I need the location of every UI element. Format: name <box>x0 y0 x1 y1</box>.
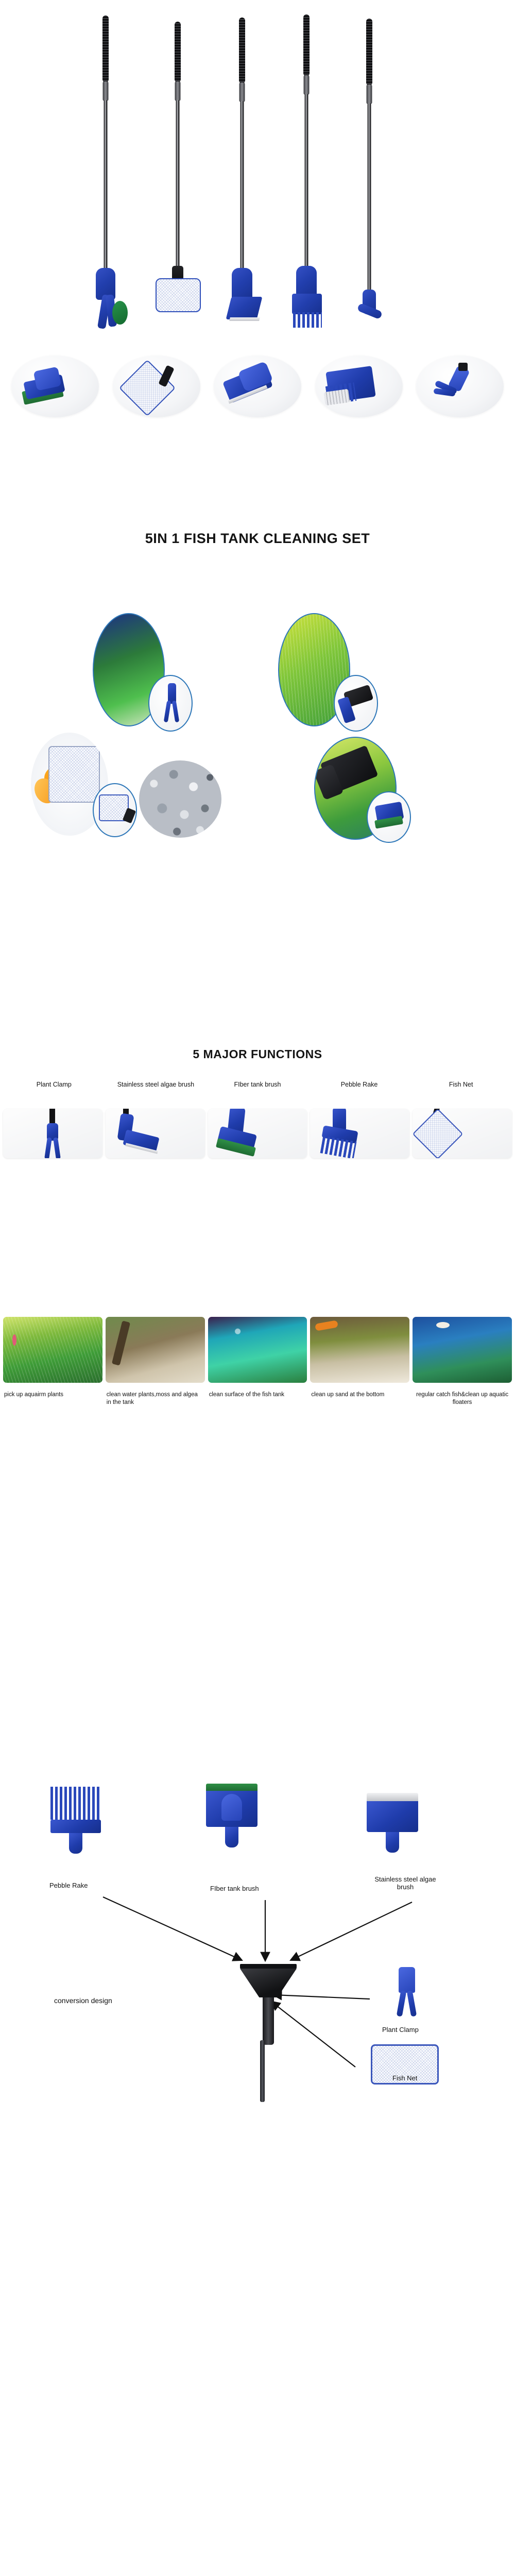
function-caption-fiber-tank-brush: clean surface of the fish tank <box>209 1392 284 1398</box>
diagram-head-pebble-rake <box>50 1787 101 1854</box>
function-photo-row <box>0 1317 515 1383</box>
algae-scraper-head <box>232 268 252 301</box>
function-caption-plant-clamp: pick up aquairm plants <box>4 1392 64 1398</box>
fiber-brush-head <box>296 266 317 298</box>
oval-thumb-stainless-steel-algae-brush <box>214 355 301 417</box>
oval-thumb-fish-net <box>112 355 200 417</box>
function-card-row <box>0 1109 515 1158</box>
conversion-arrow-group <box>102 1896 413 2067</box>
hero-tool-fiber-brush <box>281 0 332 330</box>
conversion-label-algae-brush: Stainless steel algae brush <box>374 1875 436 1891</box>
oval-thumb-pebble-rake <box>315 355 403 417</box>
tool-oval-thumbnail-strip <box>0 355 515 428</box>
oval-thumb-plant-clamp <box>416 355 504 417</box>
conversion-label-fish-net: Fish Net <box>392 2074 418 2082</box>
hero-tool-algae-scraper <box>216 0 268 330</box>
collage-inset-algae-scraper <box>334 675 378 732</box>
hero-tool-pebble-rake <box>346 0 392 330</box>
function-label-pebble-rake: Pebble Rake <box>340 1081 378 1088</box>
function-caption-algae-brush: clean water plants,moss and algea in the… <box>106 1392 198 1405</box>
conversion-label-fiber-tank-brush: FIber tank brush <box>210 1885 259 1892</box>
function-label-algae-brush: Stainless steel algae brush <box>117 1081 195 1088</box>
hero-tool-fish-net <box>149 0 206 330</box>
diagram-part-plant-clamp <box>396 1967 417 2017</box>
collage-inset-fish-net <box>93 783 137 837</box>
conversion-design-diagram: Pebble Rake FIber tank brush Stainless s… <box>0 1762 515 2102</box>
photo-sand-bottom <box>310 1317 410 1383</box>
photo-blue-green-tank <box>208 1317 307 1383</box>
function-label-row: Plant Clamp Stainless steel algae brush … <box>0 1081 515 1088</box>
function-caption-pebble-rake: clean up sand at the bottom <box>311 1392 385 1398</box>
lifestyle-collage <box>0 613 515 843</box>
function-card-fish-net <box>413 1109 512 1158</box>
hero-product-lineup <box>0 0 515 330</box>
diagram-part-fish-net <box>371 2044 439 2084</box>
function-label-fish-net: Fish Net <box>449 1081 473 1088</box>
photo-fish-swimming <box>413 1317 512 1383</box>
function-label-plant-clamp: Plant Clamp <box>36 1081 72 1088</box>
collage-inset-fiber-brush <box>367 791 411 843</box>
function-label-fiber-tank-brush: FIber tank brush <box>234 1081 281 1088</box>
function-card-algae-brush <box>105 1109 205 1158</box>
page-title: 5IN 1 FISH TANK CLEANING SET <box>145 531 370 546</box>
fish-net-head <box>156 278 201 312</box>
conversion-label-pebble-rake: Pebble Rake <box>49 1882 88 1889</box>
diagram-head-fiber-tank-brush <box>206 1784 258 1848</box>
functions-title: 5 MAJOR FUNCTIONS <box>193 1047 322 1061</box>
function-caption-row: pick up aquairm plants clean water plant… <box>0 1391 515 1406</box>
function-card-fiber-tank-brush <box>208 1109 307 1158</box>
diagram-extension-pole <box>260 2040 265 2102</box>
function-card-pebble-rake <box>310 1109 410 1158</box>
diagram-head-stainless-steel-algae-brush <box>367 1793 418 1853</box>
collage-goldfish-net-scene <box>31 733 108 836</box>
conversion-design-note: conversion design <box>54 1996 112 2005</box>
collage-inset-plant-clamp <box>148 675 193 732</box>
oval-thumb-fiber-tank-brush <box>11 355 99 417</box>
conversion-label-plant-clamp: Plant Clamp <box>382 2026 419 2033</box>
hero-tool-plant-clamp <box>82 0 129 330</box>
collage-gravel-scene <box>139 760 221 838</box>
photo-planted-aquarium <box>3 1317 102 1383</box>
photo-mossy-driftwood <box>105 1317 205 1383</box>
function-card-plant-clamp <box>3 1109 102 1158</box>
diagram-adapter-handle <box>240 1964 297 2045</box>
function-caption-fish-net: regular catch fish&clean up aquatic floa… <box>416 1392 509 1405</box>
